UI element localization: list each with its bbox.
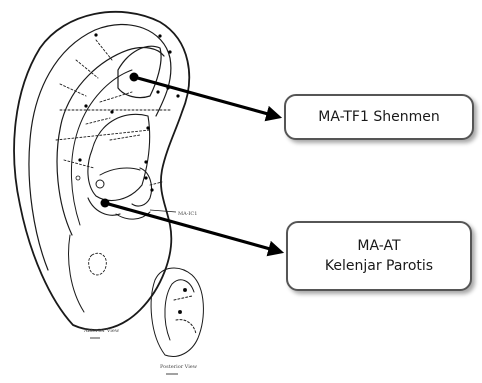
- shenmen-callout-text: MA-TF1 Shenmen: [318, 107, 439, 127]
- concha: [88, 114, 150, 200]
- anterior-ear: [14, 12, 189, 330]
- triangular-fossa: [118, 46, 161, 97]
- parotid-callout-code: MA-AT: [357, 236, 400, 256]
- helix-outline: [14, 12, 189, 330]
- ear-lobe: [69, 235, 84, 312]
- tragus: [132, 168, 152, 206]
- ear-point-label: MA-IC1: [178, 211, 197, 217]
- parotid-callout-text: Kelenjar Parotis: [325, 256, 433, 276]
- antihelix: [57, 48, 164, 235]
- parotid-callout: MA-AT Kelenjar Parotis: [286, 221, 472, 291]
- posterior-view-caption: Posterior View: [160, 364, 198, 370]
- posterior-ear: [151, 268, 203, 356]
- arrow-to-shenmen: [134, 77, 279, 117]
- anterior-view-caption: Anterior View: [83, 328, 120, 334]
- shenmen-callout: MA-TF1 Shenmen: [284, 94, 474, 140]
